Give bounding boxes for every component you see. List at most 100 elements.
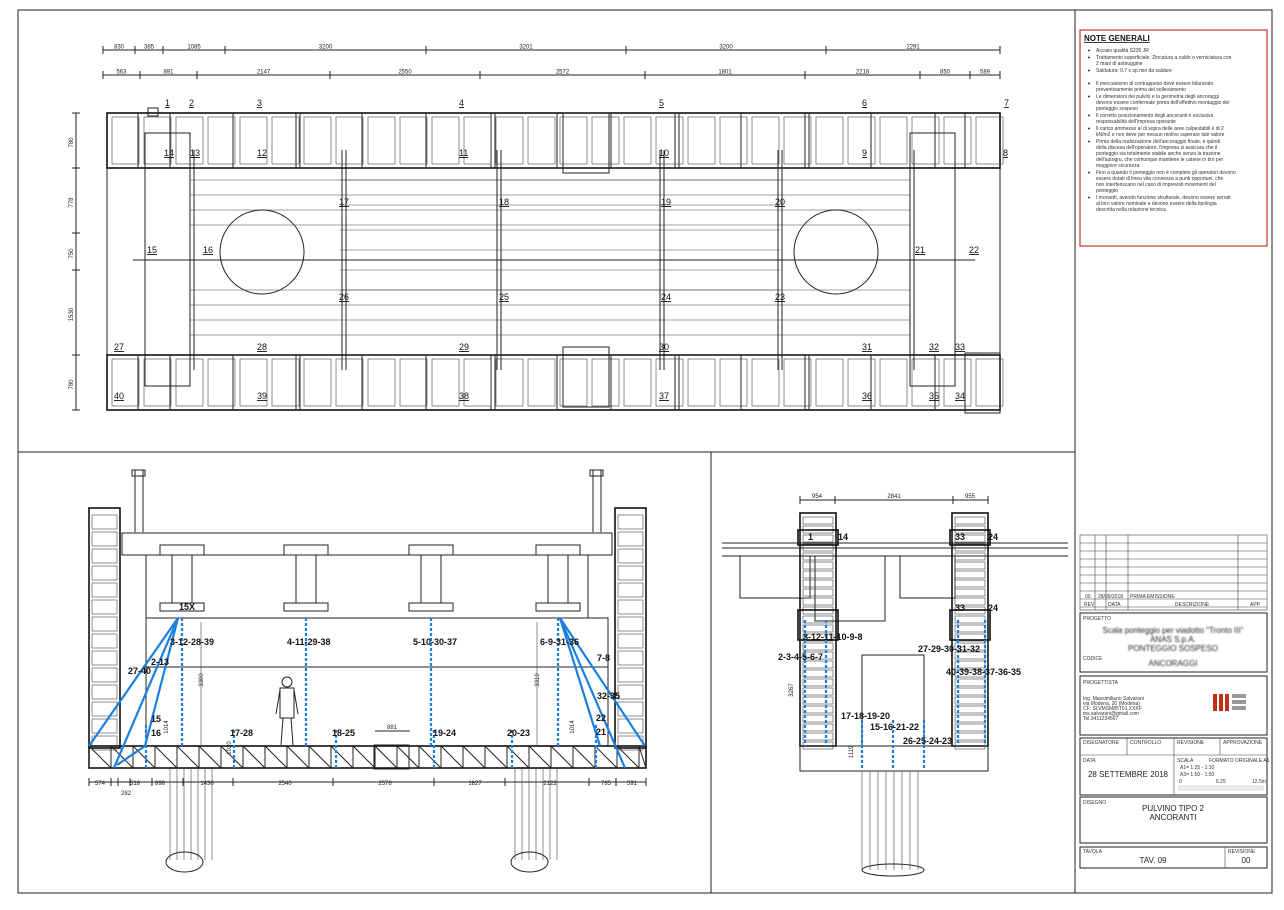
worker-body (279, 687, 295, 719)
scale-a1: A1= 1:25 - 1:10 (1180, 765, 1215, 771)
anchor-label: 4 (459, 98, 464, 108)
dimension-value: 3319 (535, 673, 541, 687)
note-line: devono essere confermate prima dell'effe… (1096, 100, 1229, 106)
project-box: PROGETTO Scala ponteggio per viadotto "T… (1079, 612, 1268, 673)
note-item: Il meccanismo di contrappeso deve essere… (1096, 81, 1214, 93)
project-section: ANCORAGGI (1149, 659, 1198, 668)
anchor-label: 24 (988, 603, 998, 613)
dimension-value: 1014 (164, 720, 170, 734)
hook-head (131, 469, 146, 477)
date-label: DATA (1083, 758, 1096, 764)
bay (687, 358, 716, 407)
bay (911, 116, 940, 165)
project-box-border (1079, 612, 1268, 673)
anchor-label: 34 (955, 391, 965, 401)
tower-cell (802, 543, 834, 552)
bay (559, 358, 588, 407)
note-line: maggiore sicurezza (1096, 163, 1140, 169)
project-text: Scala ponteggio per viadotto "Tronto III… (1102, 626, 1243, 668)
dimension-value: 881 (387, 725, 398, 731)
note-line: ponteggio sospeso (1096, 106, 1138, 112)
anchor-label: 15-16-21-22 (870, 722, 919, 732)
truss-diagonal (528, 745, 552, 769)
note-line: I morsetti, avendo funzione strutturale,… (1096, 195, 1231, 201)
bay (463, 358, 492, 407)
worker-leg (290, 717, 294, 746)
anchor-label: 12 (257, 148, 267, 158)
beam-flange (535, 544, 581, 556)
tower-cell (802, 570, 834, 579)
tower-cell (802, 705, 834, 714)
code-label: CODICE (1083, 656, 1103, 662)
worker-arm (293, 689, 299, 715)
tower-cell (954, 660, 986, 669)
tower-cell (802, 669, 834, 678)
truss-diagonal (638, 745, 647, 769)
anchor-label: 35 (929, 391, 939, 401)
truss-diagonal (594, 745, 618, 769)
dimension-value: 574 (95, 781, 106, 787)
tower-cell (802, 516, 834, 525)
project-subtitle: PONTEGGIO SOSPESO (1128, 644, 1218, 653)
plan-geometry (106, 107, 1004, 414)
anchor-label: 32-35 (597, 691, 620, 701)
note-line: ponteggio (1096, 188, 1118, 194)
tower-cell (802, 642, 834, 651)
anchor-label: 33 (955, 603, 965, 613)
bay (623, 358, 652, 407)
anchor-label: 15 (151, 714, 161, 724)
tower-cell (954, 714, 986, 723)
note-item: Le dimensioni dei pulvini e la geometria… (1096, 94, 1229, 112)
dimension-value: 954 (812, 494, 823, 500)
logo-bar (1225, 694, 1229, 711)
anchor-label: 2 (189, 98, 194, 108)
clamp (797, 609, 839, 641)
note-line: Le dimensioni dei pulvini e la geometria… (1096, 94, 1219, 100)
bay (303, 358, 332, 407)
tower-cell (954, 543, 986, 552)
bay (879, 116, 908, 165)
truss-diagonal (198, 745, 222, 769)
project-client: ANAS S.p.A. (1150, 635, 1196, 644)
tower-cell (91, 599, 118, 615)
note-line: essere dotati di linea vita connessa a p… (1096, 176, 1224, 182)
logo-bar (1232, 700, 1246, 704)
dimension-value: 589 (980, 70, 991, 76)
dimension-value: 1020 (227, 741, 233, 755)
anchor-label: 31 (862, 342, 872, 352)
note-line: kN/m2 e non deve per nessun motivo super… (1096, 132, 1225, 138)
dimension-value: 780 (69, 137, 75, 148)
anchor-label: 11 (459, 148, 468, 158)
dimension-value: 2572 (556, 70, 570, 76)
bay (719, 358, 748, 407)
bay (719, 116, 748, 165)
anchor-label: 13 (190, 148, 200, 158)
drawing-subtitle: ANCORANTI (1149, 813, 1196, 822)
tower-cell (617, 616, 644, 632)
tower-cell (617, 548, 644, 564)
bullet-icon (1088, 95, 1090, 98)
anchor-diagonal (558, 617, 602, 747)
bay (975, 358, 1004, 407)
anchor-label: 5-10-30-37 (413, 637, 457, 647)
anchor-label: 20 (775, 197, 785, 207)
anchor-label: 33 (955, 342, 965, 352)
tower-cell (802, 588, 834, 597)
anchor-label: 27-40 (128, 666, 151, 676)
anchor-label: 16 (203, 245, 213, 255)
tower-cell (954, 588, 986, 597)
bay (687, 116, 716, 165)
truss-diagonal (154, 745, 178, 769)
note-line: non interferiscano nel caso di imprevist… (1096, 182, 1216, 188)
pier-base (861, 863, 925, 877)
check-label: CONTROLLO (1130, 740, 1161, 746)
tower-cell (802, 561, 834, 570)
bay (911, 358, 940, 407)
anchor-label: 26 (339, 292, 349, 302)
bay (399, 116, 428, 165)
bullet-icon (1088, 196, 1090, 199)
anchor-label: 7-8 (597, 653, 610, 663)
revision-label: REVISIONE (1177, 740, 1205, 746)
